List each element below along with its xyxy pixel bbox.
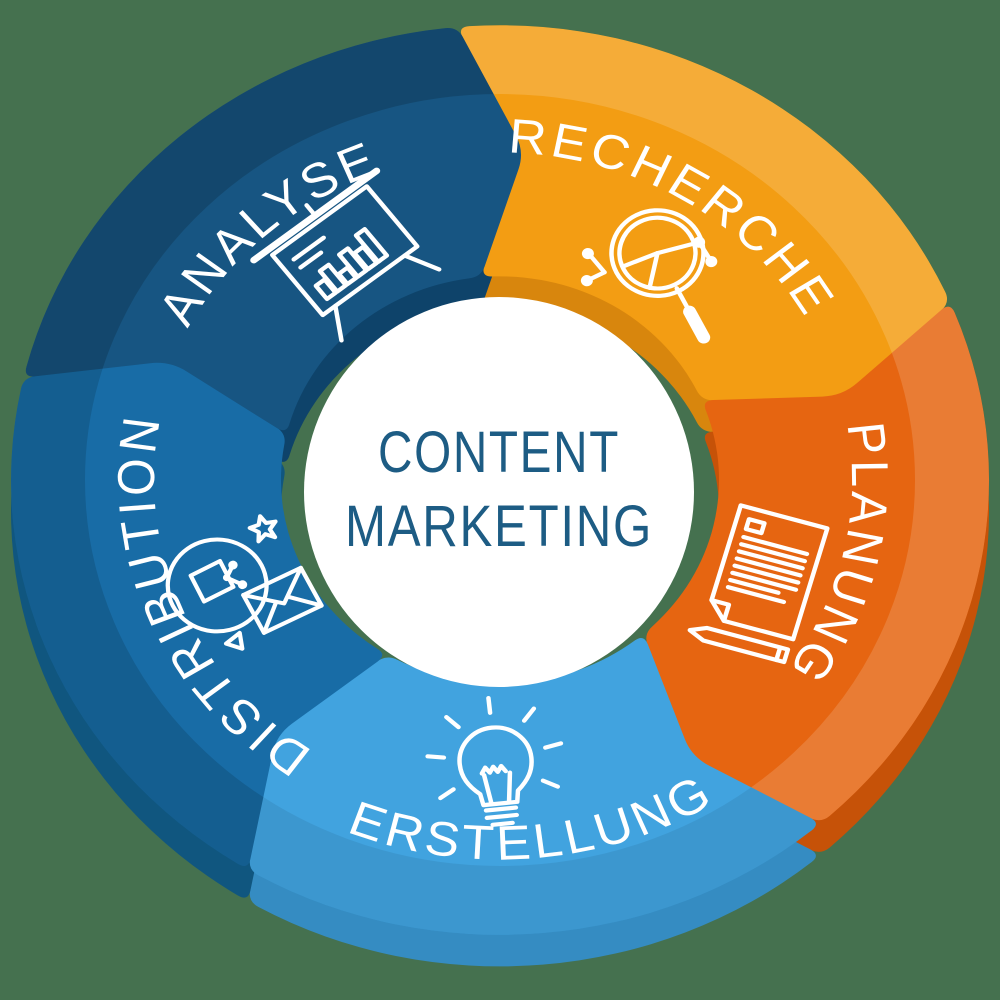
center-circle	[304, 297, 694, 687]
segment-rim-distribution	[11, 358, 383, 866]
document-pen-icon	[687, 503, 830, 665]
share-envelope-icon	[165, 514, 324, 651]
segment-rim-planung	[646, 306, 989, 821]
segment-rim-erstellung	[249, 637, 816, 935]
segment-erstellung	[249, 637, 816, 935]
center-title-line1: CONTENT	[378, 420, 620, 485]
segment-icons	[165, 167, 830, 827]
segment-rim-recherche	[460, 25, 948, 401]
magnifier-analytics-icon	[580, 208, 718, 344]
lightbulb-icon	[425, 695, 564, 827]
segment-recherche	[460, 25, 948, 401]
wheel: RECHERCHE PLANUNG ERSTELLUNG DISTRIBUTIO…	[11, 25, 990, 967]
segment-distribution	[11, 358, 383, 866]
wheel-segments	[11, 25, 990, 935]
presentation-chart-icon	[250, 167, 442, 343]
center-title-line2: MARKETING	[345, 494, 653, 559]
